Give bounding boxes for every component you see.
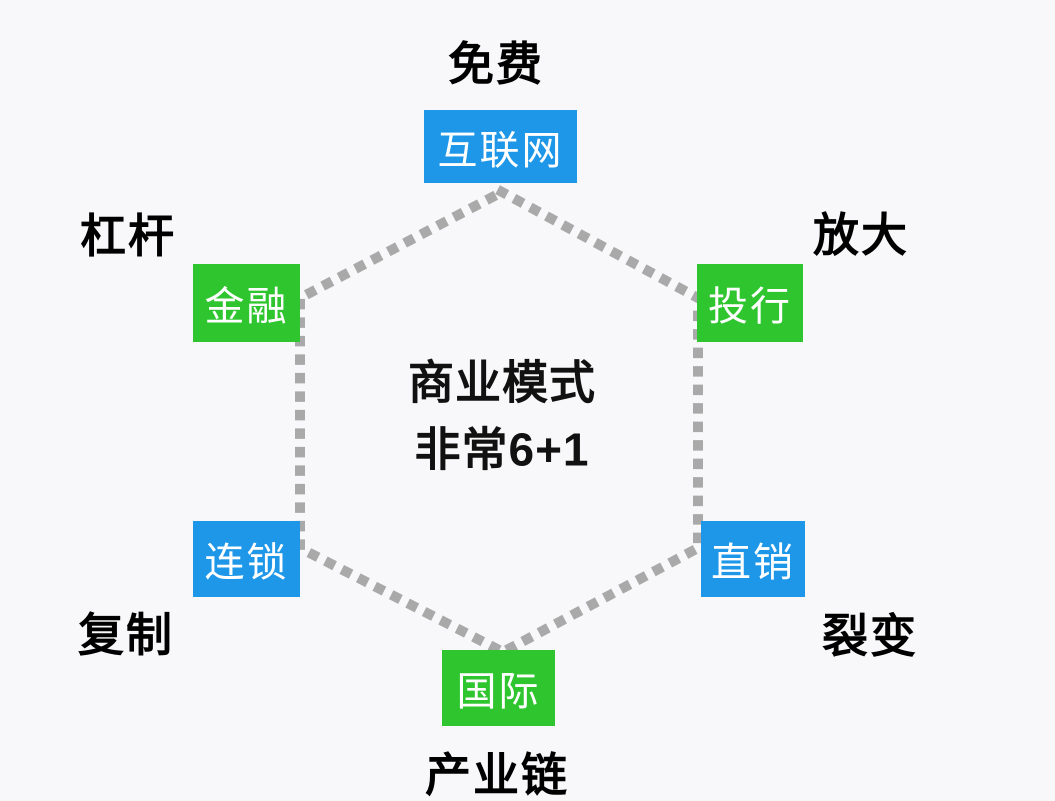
node-box-investment-bank: 投行 xyxy=(697,264,803,342)
node-box-direct-sales: 直销 xyxy=(701,521,805,597)
node-box-chain: 连锁 xyxy=(193,521,300,597)
outer-label-amplify: 放大 xyxy=(813,209,909,261)
center-title: 商业模式 非常6+1 xyxy=(408,349,596,482)
outer-label-free: 免费 xyxy=(448,38,544,90)
center-title-line2: 非常6+1 xyxy=(414,423,590,475)
outer-label-fission: 裂变 xyxy=(822,610,918,662)
node-box-finance: 金融 xyxy=(193,264,300,342)
outer-label-leverage: 杠杆 xyxy=(80,210,176,262)
center-title-line1: 商业模式 xyxy=(408,356,596,409)
node-box-internet: 互联网 xyxy=(424,110,577,183)
node-box-international: 国际 xyxy=(442,650,555,726)
outer-label-replicate: 复制 xyxy=(78,609,174,661)
outer-label-industry-chain: 产业链 xyxy=(425,749,569,801)
